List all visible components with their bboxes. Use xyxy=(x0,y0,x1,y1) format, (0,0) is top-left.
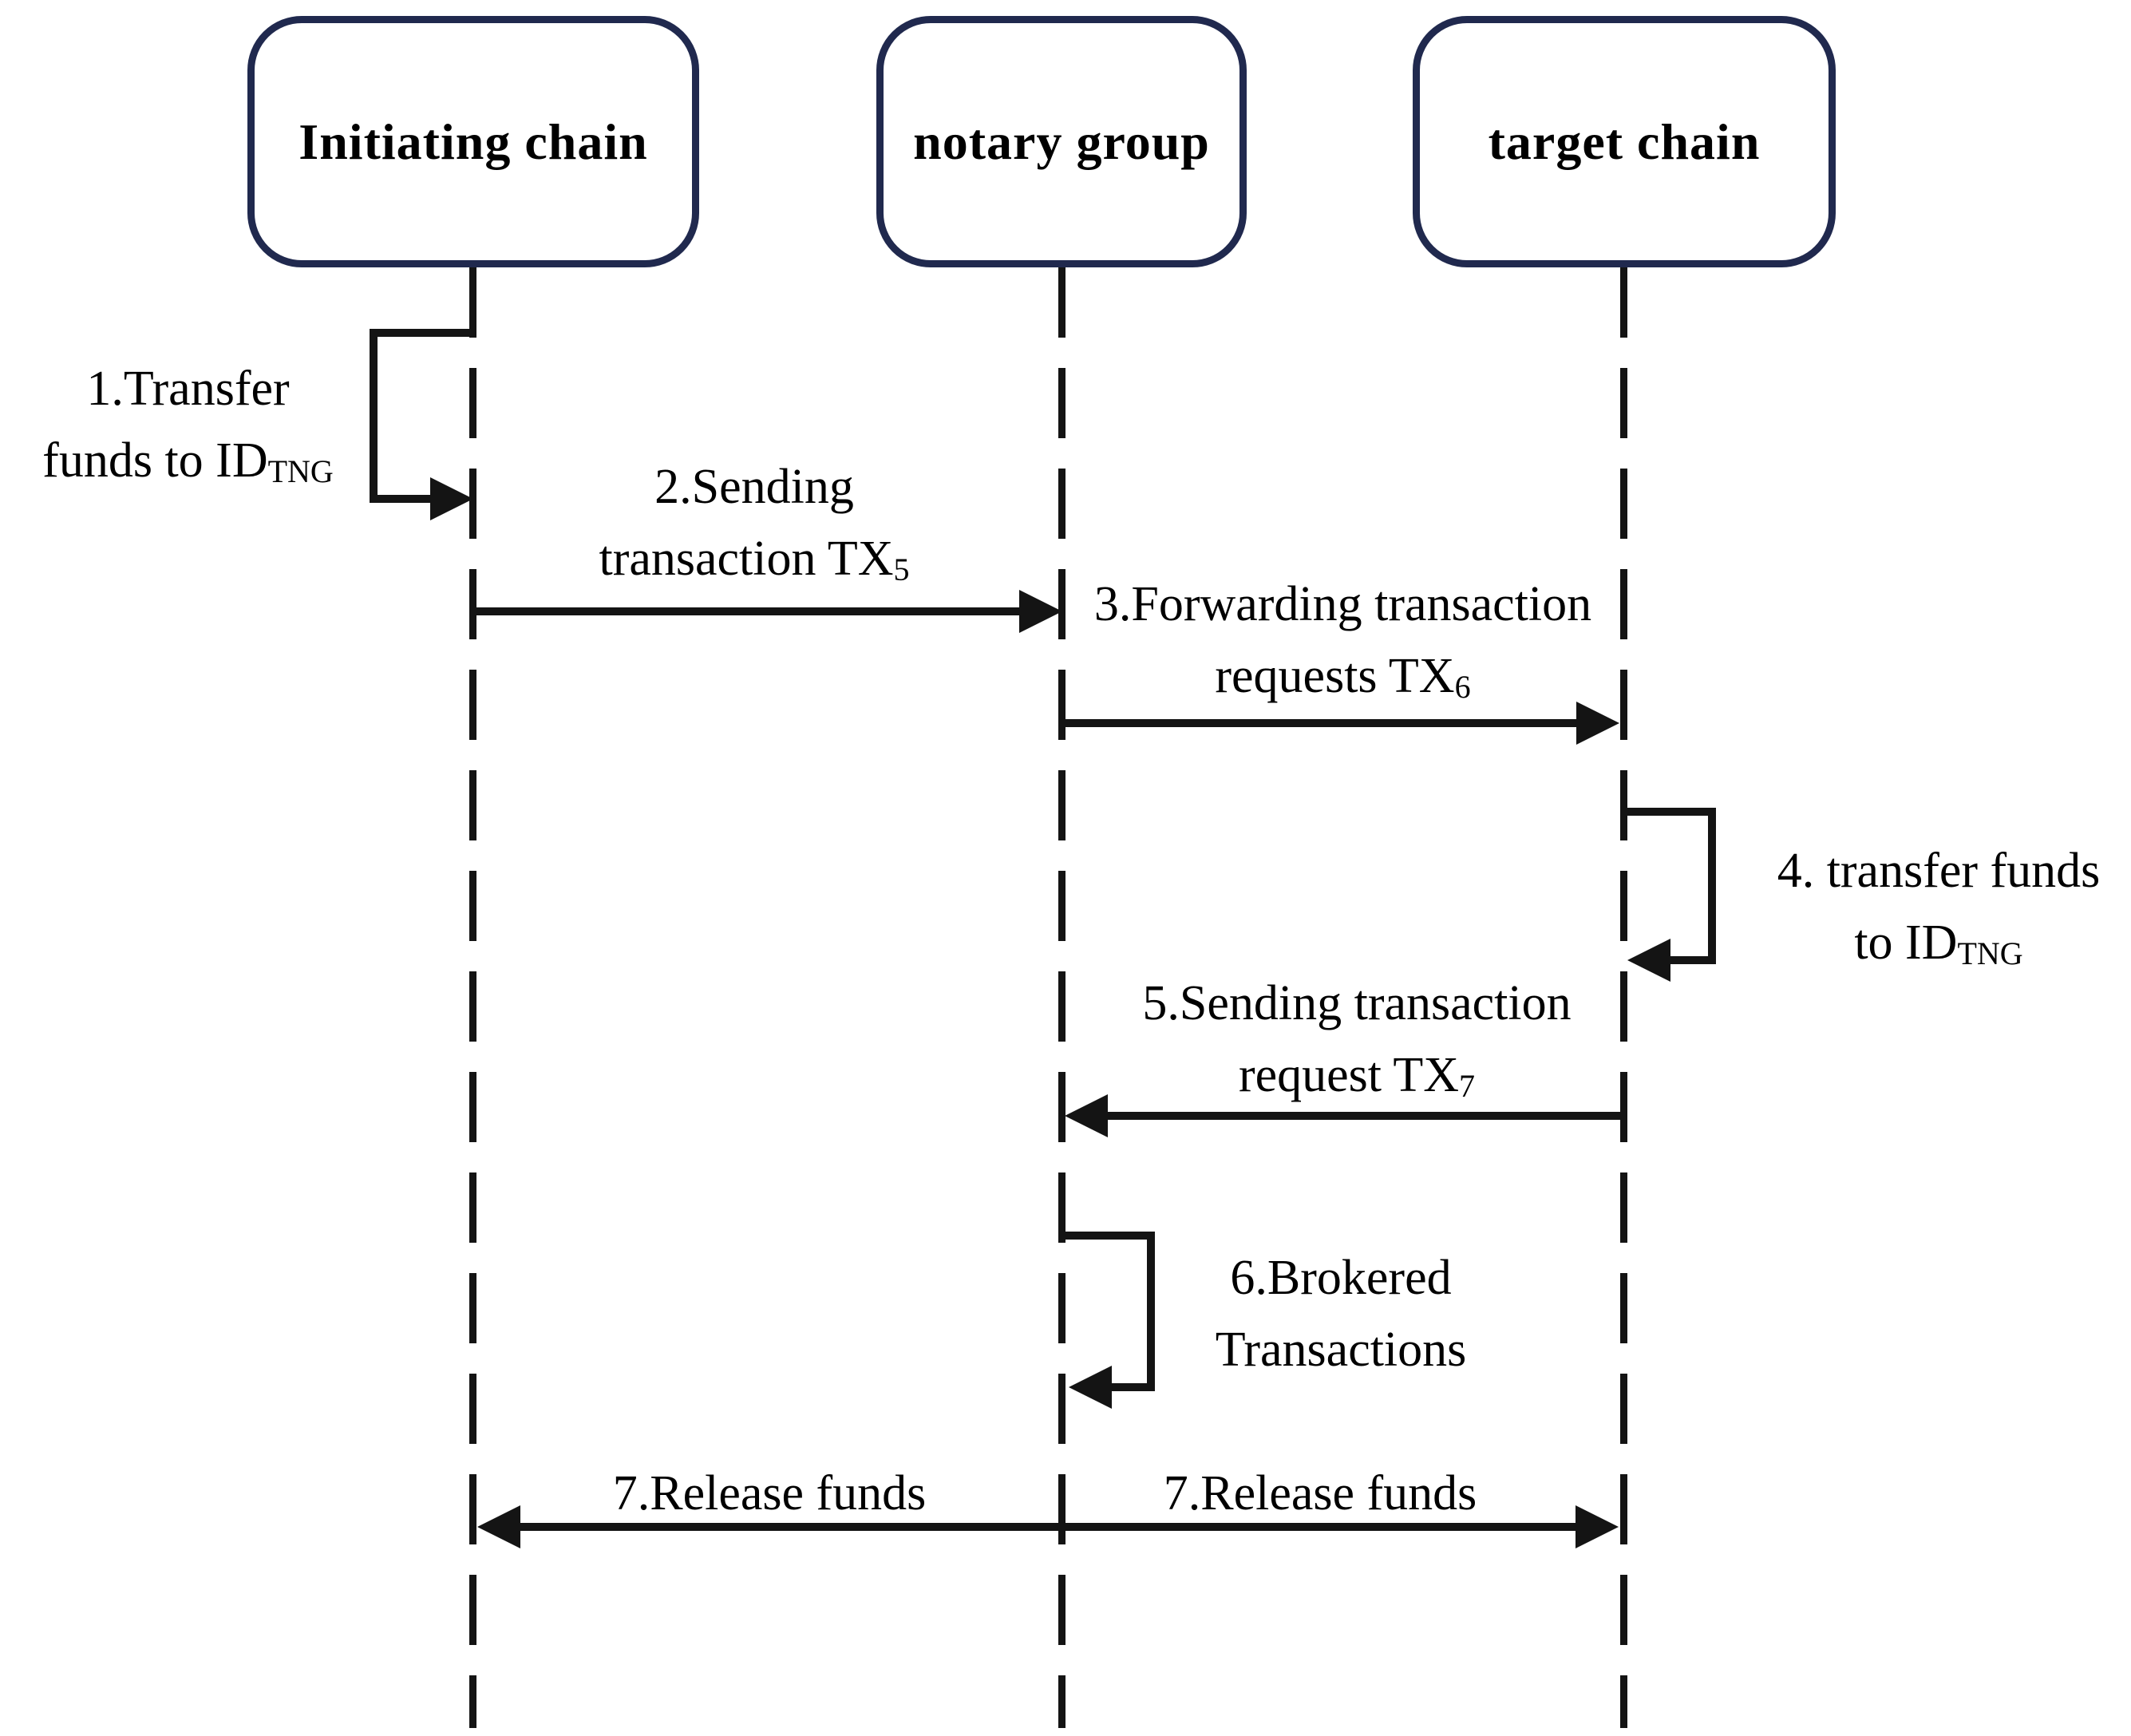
message-4-label-line-2: to IDTNG xyxy=(1854,915,2023,972)
arrowhead-left-icon xyxy=(477,1505,520,1548)
message-2-subscript: 5 xyxy=(893,552,910,588)
message-6-loop-bottom-line xyxy=(1112,1383,1155,1391)
message-1-label: 1.Transfer funds to IDTNG xyxy=(6,353,370,508)
message-3-subscript: 6 xyxy=(1454,669,1471,706)
arrowhead-right-icon xyxy=(1576,702,1619,745)
message-5-arrow-line xyxy=(1108,1112,1622,1120)
message-5-subscript: 7 xyxy=(1459,1068,1476,1105)
message-4-loop-side-line xyxy=(1708,808,1716,964)
message-7-label-left: 7.Release funds xyxy=(612,1466,927,1520)
message-7-arrow-line xyxy=(520,1523,1576,1531)
message-6-label-line-2: Transactions xyxy=(1215,1323,1467,1377)
message-3-label-line-2: requests TX6 xyxy=(1215,649,1471,706)
actor-box-initiating-chain: Initiating chain xyxy=(247,16,699,267)
message-2-label-line-1: 2.Sending xyxy=(654,460,854,514)
message-7-label-right: 7.Release funds xyxy=(1163,1466,1477,1520)
actor-box-notary-group: notary group xyxy=(876,16,1247,267)
actor-label-notary-group: notary group xyxy=(913,113,1210,170)
message-2-arrow-line xyxy=(476,607,1019,615)
message-4-loop-bottom-line xyxy=(1670,956,1716,964)
message-4-label-line-1: 4. transfer funds xyxy=(1777,844,2101,898)
actor-label-target-chain: target chain xyxy=(1488,113,1761,170)
message-1-label-line-1: 1.Transfer xyxy=(86,362,290,416)
message-1-subscript: TNG xyxy=(267,453,334,490)
message-2-label: 2.Sending transaction TX5 xyxy=(495,451,1014,606)
message-3-label-line-1: 3.Forwarding transaction xyxy=(1093,577,1592,631)
arrowhead-left-icon xyxy=(1065,1094,1108,1137)
message-1-loop-top-line xyxy=(370,329,473,337)
arrowhead-right-icon xyxy=(430,477,473,520)
message-5-label-line-2: request TX7 xyxy=(1238,1048,1476,1105)
message-1-label-line-2: funds to IDTNG xyxy=(42,433,334,490)
message-2-label-line-2: transaction TX5 xyxy=(599,532,910,588)
lifeline-target-chain xyxy=(1620,267,1627,1728)
message-5-label: 5.Sending transaction request TX7 xyxy=(1089,967,1624,1122)
message-1-loop-bottom-line xyxy=(370,495,433,503)
message-3-arrow-line xyxy=(1066,719,1576,727)
message-1-loop-side-line xyxy=(370,329,378,503)
message-4-subscript: TNG xyxy=(1957,935,2023,972)
lifeline-initiating-chain xyxy=(469,267,476,1728)
arrowhead-left-icon xyxy=(1627,939,1670,982)
lifeline-notary-group xyxy=(1058,267,1066,1728)
message-6-label-line-1: 6.Brokered xyxy=(1230,1251,1452,1305)
message-6-loop-side-line xyxy=(1147,1232,1155,1391)
message-4-label: 4. transfer funds to IDTNG xyxy=(1748,835,2129,990)
message-6-label: 6.Brokered Transactions xyxy=(1180,1242,1502,1386)
actor-box-target-chain: target chain xyxy=(1413,16,1836,267)
message-5-label-line-1: 5.Sending transaction xyxy=(1142,976,1572,1030)
arrowhead-right-icon xyxy=(1576,1505,1619,1548)
actor-label-initiating-chain: Initiating chain xyxy=(298,113,648,170)
message-4-loop-top-line xyxy=(1624,808,1716,816)
arrowhead-right-icon xyxy=(1019,590,1062,633)
message-6-loop-top-line xyxy=(1066,1232,1155,1240)
message-3-label: 3.Forwarding transaction requests TX6 xyxy=(1062,568,1624,723)
arrowhead-left-icon xyxy=(1069,1366,1112,1409)
